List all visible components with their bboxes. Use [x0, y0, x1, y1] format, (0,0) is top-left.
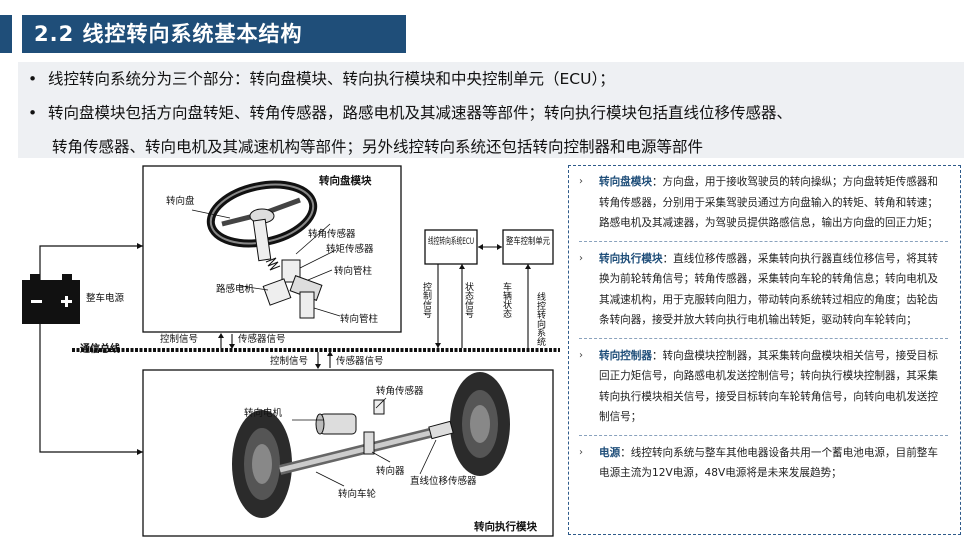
chevron-right-icon: ›	[579, 446, 583, 458]
actuator-module-title: 转向执行模块	[474, 520, 537, 533]
chevron-right-icon: ›	[579, 252, 583, 264]
actuator-module-box	[142, 369, 554, 537]
label-steering-motor: 转向电机	[244, 407, 283, 419]
info-panel: › 转向盘模块：方向盘，用于接收驾驶员的转向操纵；方向盘转矩传感器和转角传感器，…	[568, 165, 961, 535]
vehicle-control-box-label: 整车控制单元	[506, 235, 550, 247]
battery-icon	[22, 274, 80, 324]
label-vertical-sbw-system: 线控转向系统	[535, 291, 546, 347]
label-vertical-status-signal: 状态信号	[463, 281, 474, 319]
bullet-item: • 线控转向系统分为三个部分：转向盘模块、转向执行模块和中央控制单元（ECU）；	[28, 68, 615, 90]
info-head: 转向控制器	[599, 349, 652, 362]
bullet-item: • 转向盘模块包括方向盘转矩、转角传感器，路感电机及其减速器等部件；转向执行模块包…	[28, 102, 958, 158]
label-steering-column-2: 转向管柱	[340, 313, 379, 325]
info-body: ：方向盘，用于接收驾驶员的转向操纵；方向盘转矩传感器和转角传感器，分别用于采集驾…	[599, 176, 938, 229]
label-steering-wheel-car: 转向车轮	[338, 488, 377, 500]
chevron-right-icon: ›	[579, 349, 583, 361]
info-body: ：直线位移传感器，采集转向执行器直线位移信号，将其转换为前轮转角信号；转角传感器…	[599, 252, 938, 327]
label-steering-column: 转向管柱	[334, 265, 373, 277]
label-angle-sensor-top: 转角传感器	[308, 228, 356, 240]
label-steering-wheel: 转向盘	[166, 195, 195, 207]
info-item-steering-module: › 转向盘模块：方向盘，用于接收驾驶员的转向操纵；方向盘转矩传感器和转角传感器，…	[579, 172, 948, 234]
steering-wheel-illustration	[206, 180, 323, 319]
header-accent	[0, 15, 12, 53]
steering-module-title: 转向盘模块	[319, 174, 372, 187]
label-bus: 通信总线	[80, 342, 120, 355]
info-head: 转向执行模块	[599, 252, 663, 265]
info-head: 电源	[599, 446, 621, 459]
label-vertical-control-signal: 控制信号	[421, 281, 432, 319]
structure-diagram: 转向盘模块 转向执行模块 转向盘 转角传感器 转矩传感器 转向管柱 路感电机 转…	[0, 162, 566, 542]
info-head: 转向盘模块	[599, 176, 652, 188]
info-item-controller: › 转向控制器：转向盘模块控制器，其采集转向盘模块相关信号，接受目标回正力矩信号…	[579, 346, 948, 428]
diagram-svg: 转向盘模块 转向执行模块 转向盘 转角传感器 转矩传感器 转向管柱 路感电机 转…	[22, 165, 560, 537]
label-control-signal-bottom: 控制信号	[270, 355, 308, 367]
info-item-actuator-module: › 转向执行模块：直线位移传感器，采集转向执行器直线位移信号，将其转换为前轮转角…	[579, 249, 948, 331]
steering-module-box	[142, 165, 402, 333]
steering-actuator-illustration	[232, 372, 510, 518]
bullet-text-continued: 转角传感器、转向电机及其减速机构等部件；另外线控转向系统还包括转向控制器和电源等…	[52, 138, 704, 156]
label-feedback-motor: 路感电机	[216, 283, 255, 295]
ecu-box-label: 线控转向系统ECU	[428, 235, 474, 247]
divider	[579, 434, 948, 436]
label-sensor-signal-bottom: 传感器信号	[336, 355, 384, 367]
bullet-text: 转向盘模块包括方向盘转矩、转角传感器，路感电机及其减速器等部件；转向执行模块包括…	[48, 104, 793, 122]
chevron-right-icon: ›	[579, 176, 583, 187]
label-vertical-vehicle-status: 车辆状态	[501, 281, 512, 318]
divider	[579, 337, 948, 339]
page-title: 2.2 线控转向系统基本结构	[22, 15, 406, 53]
info-body: ：转向盘模块控制器，其采集转向盘模块相关信号，接受目标回正力矩信号，向路感电机发…	[599, 349, 938, 424]
bullet-text: 线控转向系统分为三个部分：转向盘模块、转向执行模块和中央控制单元（ECU）；	[48, 70, 615, 88]
bullet-dot-icon: •	[28, 104, 38, 122]
label-torque-sensor: 转矩传感器	[326, 243, 374, 255]
label-battery: 整车电源	[86, 292, 125, 304]
label-linear-sensor: 直线位移传感器	[410, 475, 477, 487]
divider	[579, 240, 948, 242]
ecu-box	[424, 229, 478, 265]
summary-bullets: •线控转向系统分为三个部分：转向盘模块、转向执行模块和中央控制单元（ECU）； …	[18, 62, 964, 158]
label-angle-sensor-bottom: 转角传感器	[376, 385, 424, 397]
vehicle-control-box	[502, 229, 554, 265]
bullet-dot-icon: •	[28, 70, 38, 88]
info-item-power: › 电源：线控转向系统与整车其他电器设备共用一个蓄电池电源，目前整车电源主流为1…	[579, 443, 948, 484]
info-body: ：线控转向系统与整车其他电器设备共用一个蓄电池电源，目前整车电源主流为12V电源…	[599, 446, 938, 480]
label-sensor-signal-top: 传感器信号	[238, 333, 286, 345]
label-control-signal-top: 控制信号	[160, 333, 198, 345]
label-steering-gear: 转向器	[376, 465, 405, 477]
